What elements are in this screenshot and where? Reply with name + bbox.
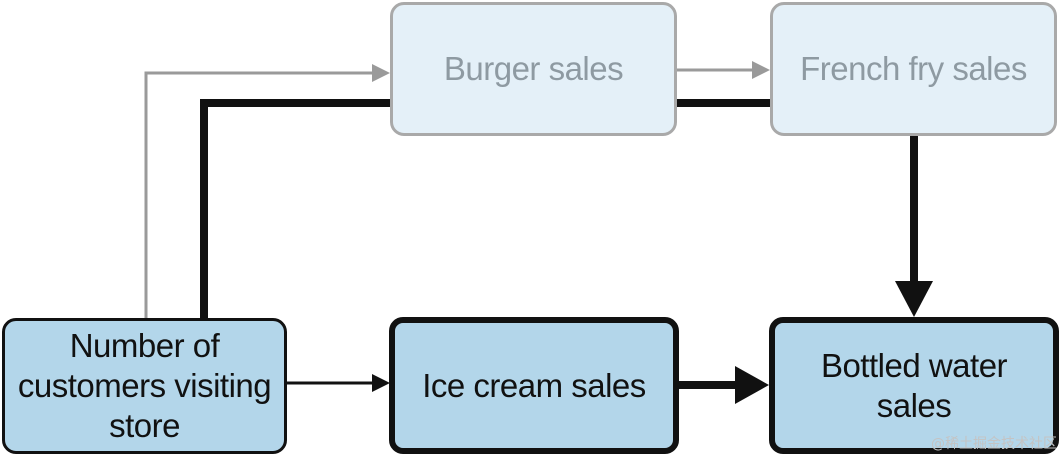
node-bottled-water-sales: Bottled water sales: [769, 317, 1059, 454]
node-bottled-water-sales-label: Bottled water sales: [820, 346, 1008, 424]
node-ice-cream-sales-label: Ice cream sales: [422, 366, 646, 404]
node-burger-sales: Burger sales: [390, 2, 677, 136]
node-french-fry-sales: French fry sales: [770, 2, 1057, 136]
arrowhead-burger-to-fries: [752, 61, 770, 79]
arrowhead-customers-to-icecream: [372, 374, 390, 392]
arrowhead-icecream-to-water: [735, 366, 769, 404]
edge-customers-to-burger: [144, 71, 374, 318]
node-customers-visiting-store: Number of customers visiting store: [2, 318, 287, 454]
node-burger-sales-label: Burger sales: [443, 50, 624, 87]
node-customers-visiting-store-label: Number of customers visiting store: [17, 327, 272, 444]
node-ice-cream-sales: Ice cream sales: [389, 317, 679, 454]
node-french-fry-sales-label: French fry sales: [800, 50, 1027, 87]
arrowhead-customers-to-burger: [372, 64, 390, 82]
watermark: @稀土掘金技术社区: [931, 436, 1057, 452]
arrowhead-customers-to-water: [895, 281, 933, 317]
